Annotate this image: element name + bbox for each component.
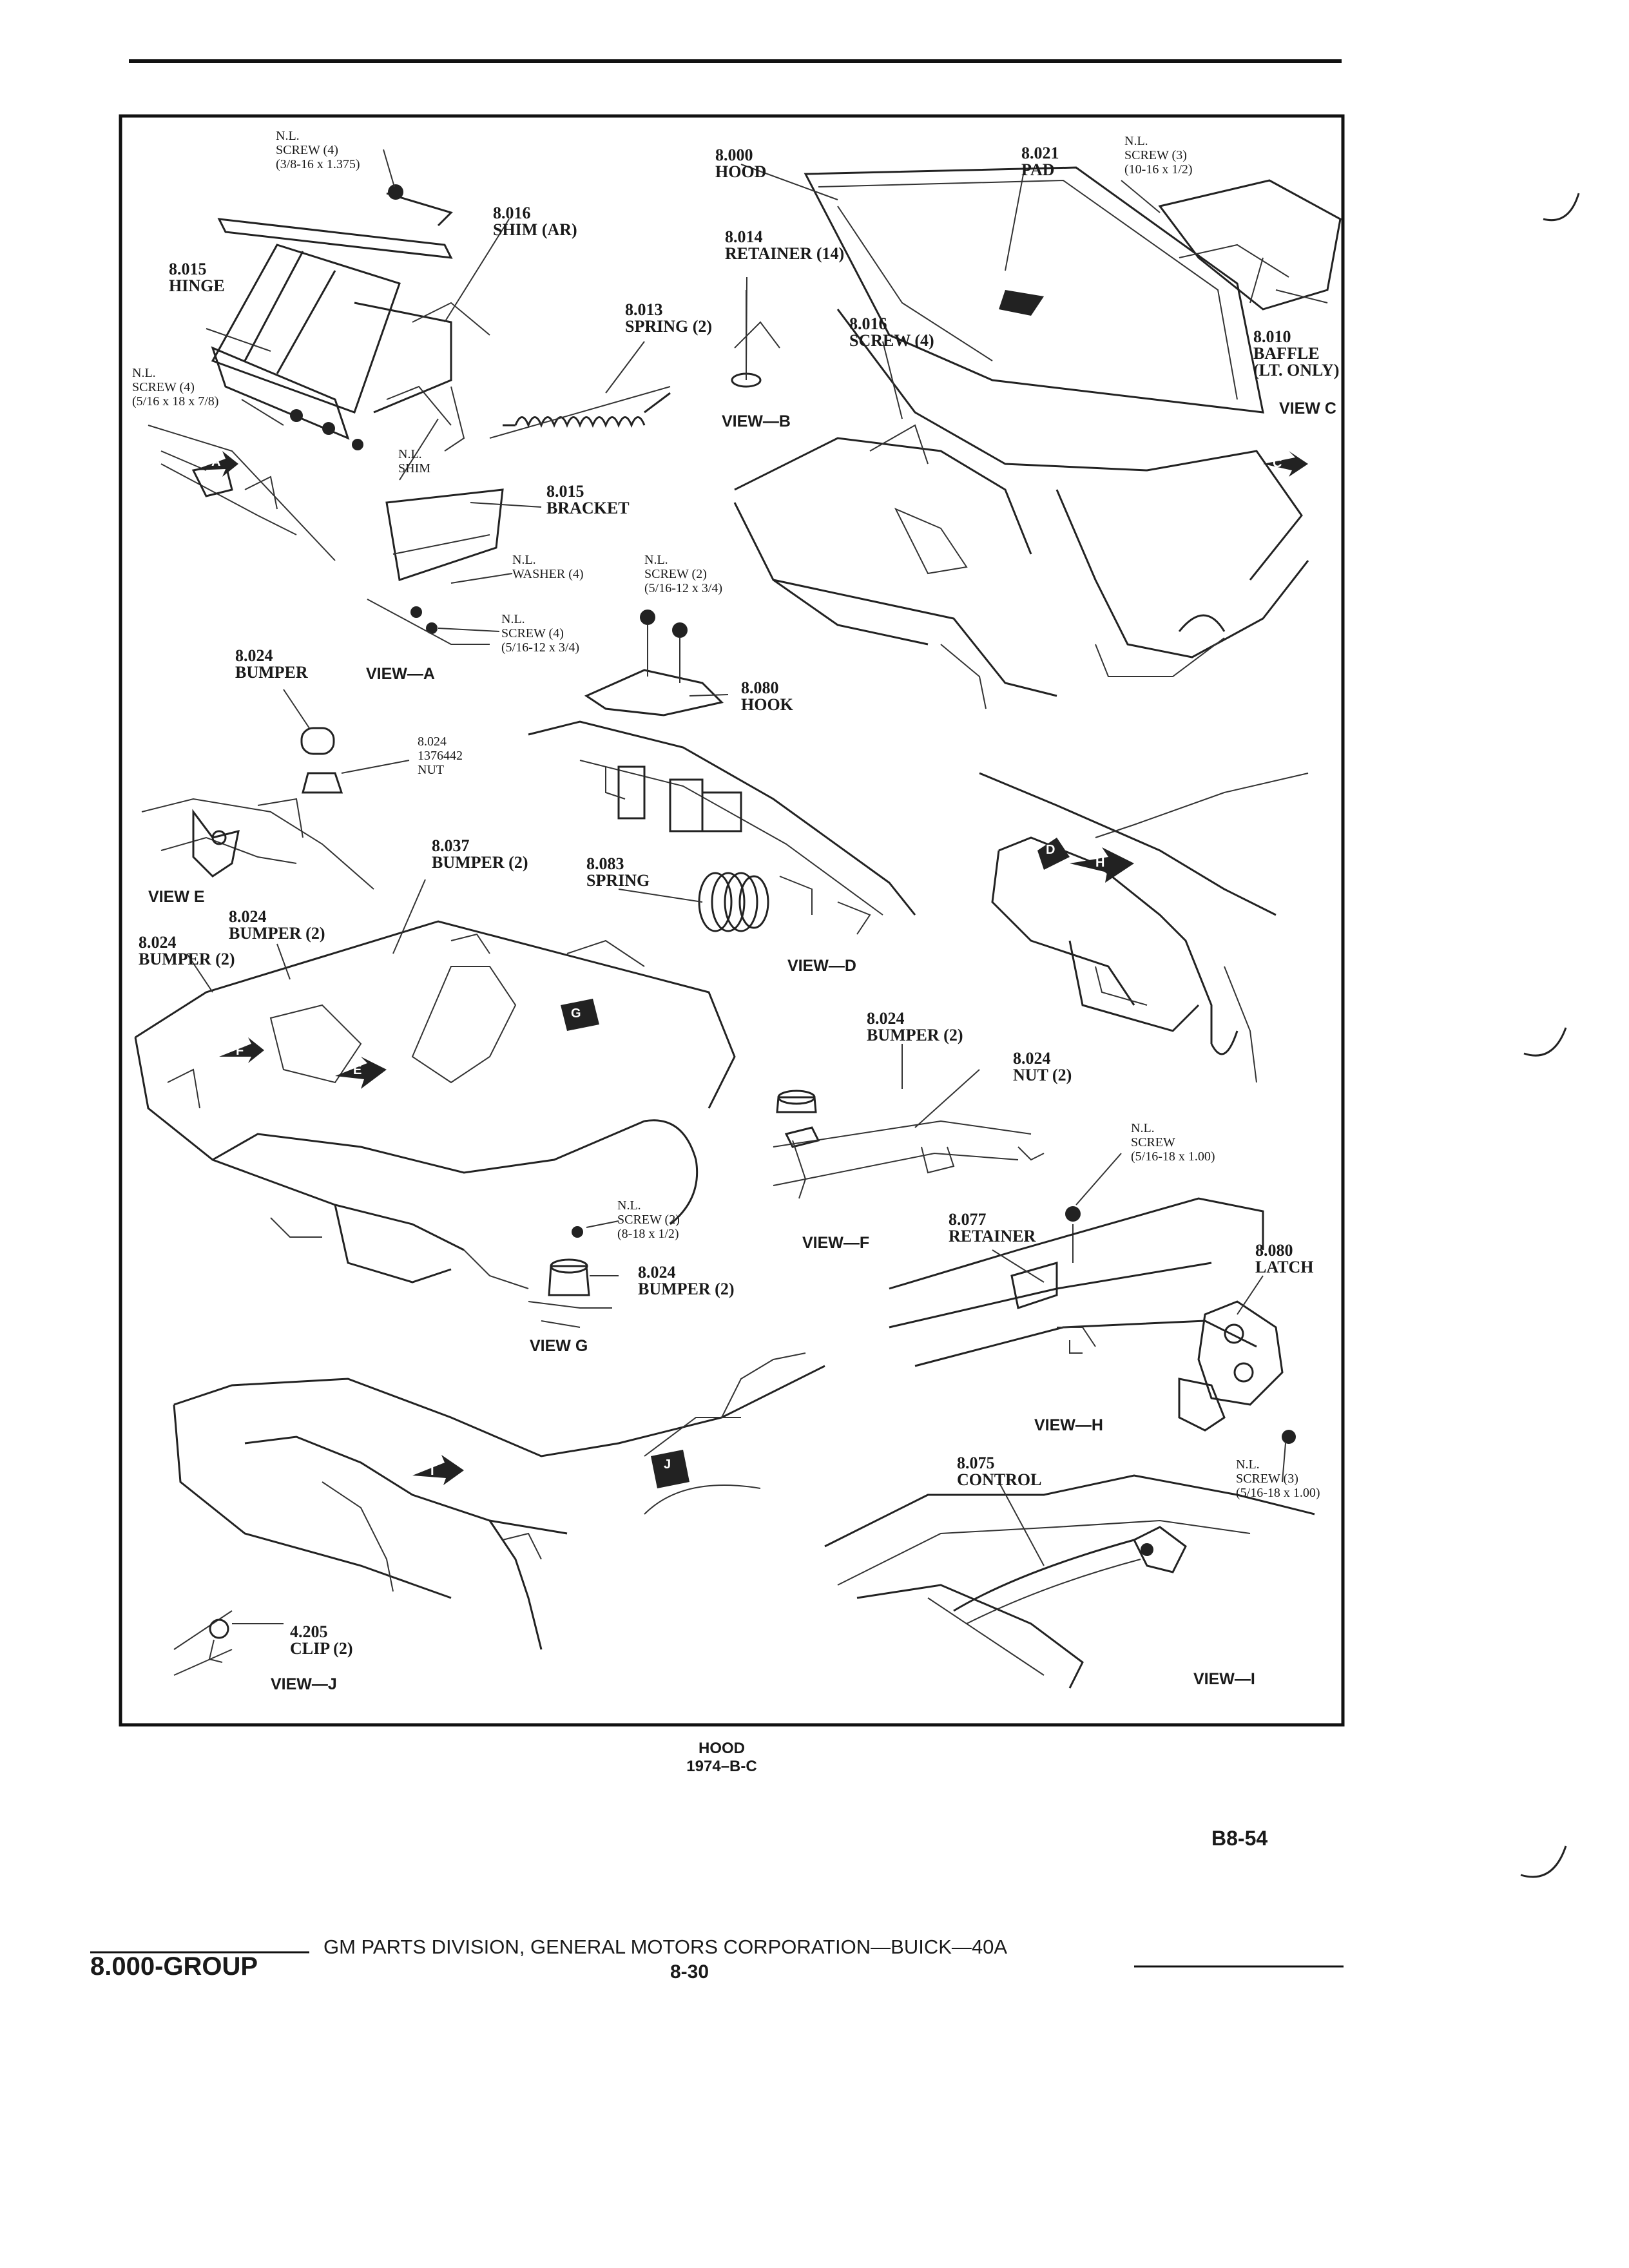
footer-page-number: 8-30 [670, 1961, 709, 1983]
arrow-letter-h: H [1095, 856, 1105, 870]
view-label-d: VIEW—D [787, 957, 856, 975]
engine-bay-art [134, 920, 736, 1289]
view-label-f: VIEW—F [802, 1234, 870, 1252]
view-e-art [141, 727, 374, 890]
arrow-letter-c: C [1273, 456, 1282, 470]
callout-nl-washer: N.L.WASHER (4) [512, 553, 584, 581]
figure-caption: HOOD 1974–B-C [657, 1740, 786, 1776]
page-code: B8-54 [1211, 1827, 1268, 1850]
arrow-letter-d: D [1046, 843, 1055, 857]
view-f-art [773, 1090, 1045, 1199]
binder-mark-2 [1523, 1027, 1567, 1057]
view-label-b: VIEW—B [722, 412, 791, 430]
view-j-art [173, 1352, 825, 1676]
callout-nl-screw-baffle: N.L.SCREW (3)(10-16 x 1/2) [1124, 134, 1193, 177]
binder-mark-3 [1520, 1845, 1567, 1878]
view-d-art [528, 610, 916, 935]
arrow-letter-g: G [571, 1006, 581, 1021]
leader-lines [186, 149, 1286, 1624]
callout-nl-screw-g: N.L.SCREW (2)(8-18 x 1/2) [617, 1198, 680, 1241]
hinge-assembly-art [148, 184, 671, 645]
binder-mark-1 [1543, 193, 1580, 222]
view-arrows [193, 451, 1308, 1488]
view-i-art [824, 1474, 1315, 1689]
callout-nl-screw-h: N.L.SCREW (3)(5/16-18 x 1.00) [1236, 1457, 1320, 1500]
arrow-letter-a: A [211, 455, 221, 469]
hood-open-art [731, 166, 1342, 709]
footer-group: 8.000-GROUP [90, 1952, 258, 1981]
view-label-e: VIEW E [148, 888, 205, 906]
callout-nl-screw-lower: N.L.SCREW (4)(5/16 x 18 x 7/8) [132, 366, 219, 408]
callout-nl-screw-latch: N.L.SCREW(5/16-18 x 1.00) [1131, 1121, 1215, 1164]
callout-nl-screw-hinge: N.L.SCREW (4)(3/8-16 x 1.375) [276, 129, 360, 171]
view-label-a: VIEW—A [366, 665, 435, 683]
view-label-h: VIEW—H [1034, 1416, 1103, 1434]
arrow-letter-e: E [353, 1063, 362, 1077]
arrow-letter-f: F [236, 1044, 244, 1058]
figure-frame [119, 114, 1345, 1727]
arrow-letter-j: J [664, 1457, 671, 1472]
callout-nl-shim: N.L.SHIM [398, 447, 431, 476]
view-label-c: VIEW C [1279, 399, 1336, 418]
view-h-art [889, 1197, 1296, 1444]
caption-title: HOOD [699, 1740, 745, 1757]
callout-nl-screw-bracket: N.L.SCREW (4)(5/16-12 x 3/4) [501, 612, 580, 655]
callout-nl-screw-hook: N.L.SCREW (2)(5/16-12 x 3/4) [644, 553, 723, 595]
caption-subtitle: 1974–B-C [686, 1758, 757, 1775]
view-label-g: VIEW G [530, 1337, 588, 1355]
view-g-art [528, 1226, 612, 1328]
view-label-j: VIEW—J [271, 1675, 337, 1693]
front-detail-art [979, 772, 1309, 1083]
arrow-letter-i: I [430, 1464, 434, 1478]
view-label-i: VIEW—I [1193, 1670, 1255, 1688]
footer-publisher: GM PARTS DIVISION, GENERAL MOTORS CORPOR… [323, 1936, 1008, 1958]
